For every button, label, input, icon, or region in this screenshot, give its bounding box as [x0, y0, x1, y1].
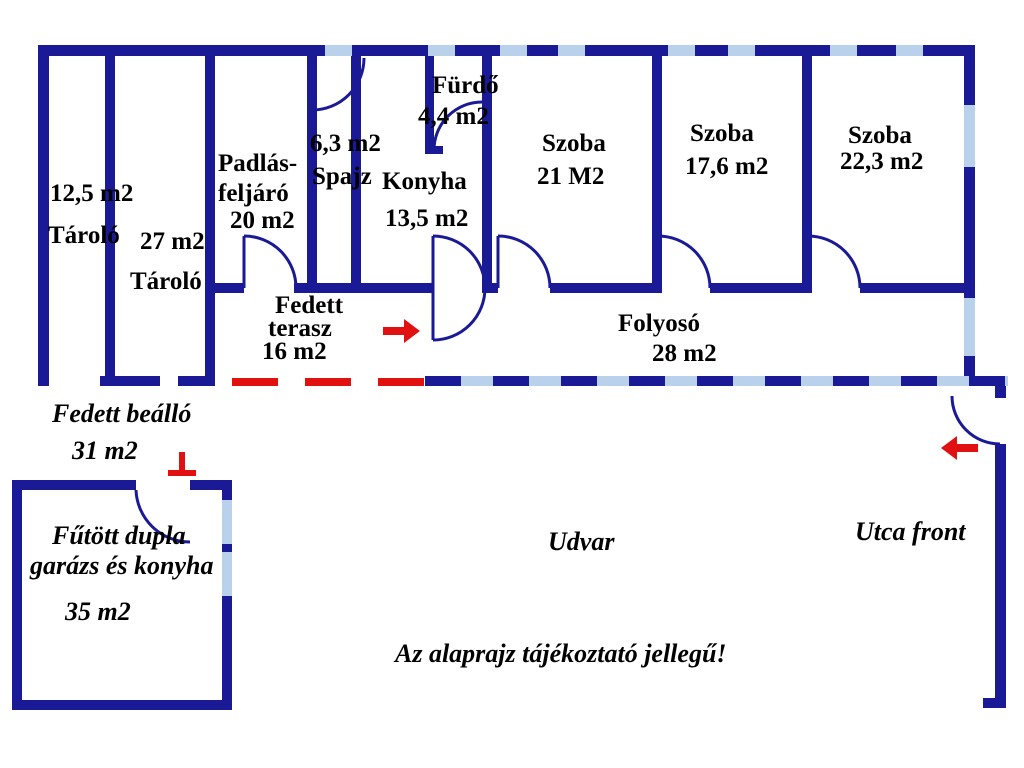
wall-street-foot	[983, 698, 1006, 708]
plan-disclaimer: Az alaprajz tájékoztató jellegű!	[395, 639, 727, 668]
entrance-arrow-icon	[941, 436, 978, 460]
window	[896, 45, 923, 56]
window	[558, 45, 585, 56]
room-label-tarolo-big-area: 27 m2	[140, 228, 205, 255]
room-label-furdo: Fürdő	[432, 72, 499, 99]
label-utca-front: Utca front	[855, 517, 966, 546]
terrace-open-edge-dash	[378, 378, 424, 386]
wall-street	[995, 444, 1006, 708]
wall-dash	[178, 376, 212, 386]
window	[728, 45, 755, 56]
wall-segment	[710, 283, 808, 293]
room-label-szoba1: Szoba	[542, 130, 606, 157]
window	[964, 105, 975, 167]
door-arc	[311, 57, 366, 112]
room-label-garazs-1: Fűtött dupla	[52, 521, 186, 550]
terrace-open-edge-dash	[305, 378, 351, 386]
room-label-konyha-area: 13,5 m2	[385, 205, 469, 232]
window	[830, 45, 857, 56]
window-wall-corridor	[425, 376, 1008, 386]
wall-segment	[307, 45, 317, 293]
door-arc	[432, 100, 483, 151]
garage-wall-bottom	[12, 700, 232, 710]
garage-wall-left	[12, 480, 22, 710]
wall-segment	[802, 45, 812, 293]
door-arc	[243, 234, 298, 289]
garage-wall-top	[190, 480, 232, 490]
wall-segment	[860, 283, 964, 293]
room-label-beallo: Fedett beálló	[52, 399, 192, 428]
room-label-furdo-area: 4,4 m2	[418, 103, 489, 130]
wall-segment	[205, 45, 215, 386]
room-label-tarolo-big: Tároló	[130, 268, 202, 295]
room-label-szoba2-area: 17,6 m2	[685, 153, 769, 180]
window	[500, 45, 527, 56]
room-label-beallo-area: 31 m2	[72, 436, 138, 465]
room-label-terasz-1: Fedett	[275, 292, 344, 319]
room-label-padlasfeljaro-1: Padlás-	[218, 150, 298, 177]
room-label-terasz-2: terasz	[268, 315, 332, 342]
wall-segment	[351, 45, 361, 293]
window	[222, 552, 232, 596]
room-label-padlasfeljaro-2: feljáró	[218, 180, 289, 207]
room-label-garazs-2: garázs és konyha	[30, 551, 214, 580]
window	[222, 500, 232, 544]
room-label-szoba1-area: 21 M2	[537, 163, 605, 190]
door-arc	[432, 287, 487, 342]
wall-segment	[482, 45, 492, 293]
wall-segment	[550, 283, 658, 293]
room-label-szoba3: Szoba	[848, 122, 912, 149]
door-arc	[807, 234, 862, 289]
wall-segment	[210, 283, 244, 293]
door-arc	[432, 234, 487, 289]
room-label-padlasfeljaro-area: 20 m2	[230, 207, 295, 234]
door-arc	[950, 395, 1001, 446]
room-label-szoba2: Szoba	[690, 120, 754, 147]
room-label-konyha: Konyha	[382, 168, 467, 195]
room-label-tarolo-small-area: 12,5 m2	[50, 180, 134, 207]
room-label-tarolo-small: Tároló	[48, 222, 120, 249]
room-label-szoba3-area: 22,3 m2	[840, 148, 924, 175]
room-label-spajz: Spajz	[312, 163, 372, 190]
wall-segment	[100, 376, 160, 386]
room-label-terasz-area: 16 m2	[262, 338, 327, 365]
room-label-spajz-area: 6,3 m2	[310, 130, 381, 157]
window	[325, 45, 352, 56]
wall-segment	[485, 283, 498, 293]
window	[964, 298, 975, 356]
window	[428, 45, 455, 56]
room-label-garazs-area: 35 m2	[65, 597, 131, 626]
wall-segment	[294, 283, 433, 293]
entrance-arrow-icon	[383, 319, 420, 343]
garage-wall-top	[12, 480, 136, 490]
wall-segment	[652, 45, 662, 293]
terrace-open-edge-dash	[232, 378, 278, 386]
wall-left	[38, 45, 49, 386]
garage-entry-marker	[179, 452, 185, 476]
room-label-folyoso-area: 28 m2	[652, 340, 717, 367]
room-label-folyoso: Folyosó	[618, 310, 700, 337]
window	[668, 45, 695, 56]
label-udvar: Udvar	[548, 527, 615, 556]
wall-right	[964, 45, 975, 386]
door-arc	[497, 234, 552, 289]
wall-street-stub	[995, 386, 1006, 398]
door-arc	[657, 234, 712, 289]
wall-bathroom-left	[425, 56, 434, 150]
door-arc	[134, 489, 191, 544]
wall-segment	[105, 45, 115, 386]
